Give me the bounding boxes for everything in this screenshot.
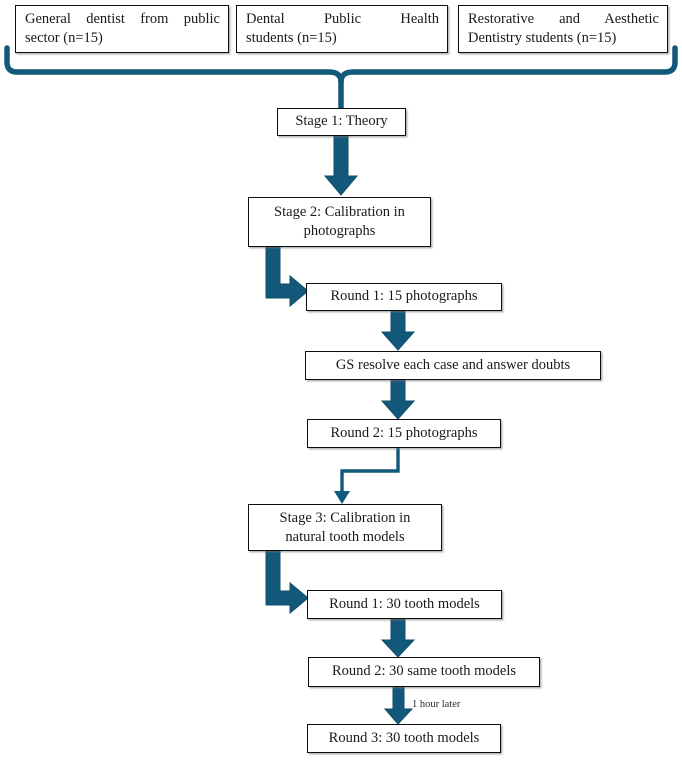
participant-box-restorative-aesthetic-line1: Restorative and Aesthetic: [468, 11, 659, 27]
tooth-round1-label: Round 1: 30 tooth models: [329, 595, 480, 612]
stage1-box[interactable]: Stage 1: Theory: [277, 108, 406, 136]
arrow-stage2-to-photo-round1: [265, 246, 309, 308]
arrow-photo-round2-to-stage3: [334, 448, 400, 504]
arrow-stage1-to-stage2: [323, 135, 359, 196]
group-brace-connector: [4, 45, 678, 108]
arrow-photo-round1-to-gs: [380, 310, 416, 351]
stage3-box[interactable]: Stage 3: Calibration in natural tooth mo…: [248, 504, 442, 551]
one-hour-later-annotation: 1 hour later: [412, 699, 461, 710]
photo-round2-label: Round 2: 15 photographs: [330, 424, 478, 441]
participant-box-general-dentist[interactable]: General dentist from public sector (n=15…: [15, 5, 229, 53]
tooth-round2-label: Round 2: 30 same tooth models: [331, 663, 517, 680]
tooth-round3-label: Round 3: 30 tooth models: [328, 729, 480, 746]
participant-box-restorative-aesthetic-line2: Dentistry students (n=15): [468, 30, 617, 47]
gs-resolve-box[interactable]: GS resolve each case and answer doubts: [305, 351, 601, 380]
photo-round1-label: Round 1: 15 photographs: [330, 288, 478, 305]
participant-box-dental-public-health[interactable]: Dental Public Health students (n=15): [236, 5, 448, 53]
arrow-stage3-to-tooth-round1: [265, 550, 309, 615]
stage2-box[interactable]: Stage 2: Calibration in photographs: [248, 197, 431, 247]
arrow-tooth-round2-to-round3: [383, 686, 414, 725]
tooth-round2-box[interactable]: Round 2: 30 same tooth models: [308, 657, 540, 687]
participant-box-dental-public-health-line2: students (n=15): [246, 30, 337, 47]
tooth-round3-box[interactable]: Round 3: 30 tooth models: [307, 724, 501, 753]
photo-round1-box[interactable]: Round 1: 15 photographs: [306, 283, 502, 311]
gs-resolve-label: GS resolve each case and answer doubts: [335, 356, 571, 373]
tooth-round1-box[interactable]: Round 1: 30 tooth models: [307, 590, 502, 619]
participant-box-restorative-aesthetic[interactable]: Restorative and Aesthetic Dentistry stud…: [458, 5, 668, 53]
stage3-label-line1: Stage 3: Calibration in: [279, 509, 411, 526]
participant-box-dental-public-health-line1: Dental Public Health: [246, 11, 439, 27]
participant-box-general-dentist-line2: sector (n=15): [25, 30, 103, 47]
stage2-label-line1: Stage 2: Calibration in: [274, 204, 405, 221]
stage1-label: Stage 1: Theory: [295, 113, 388, 130]
participant-box-general-dentist-line1: General dentist from public: [25, 11, 220, 27]
arrow-gs-to-photo-round2: [380, 379, 416, 420]
stage3-label-line2: natural tooth models: [285, 528, 405, 545]
arrow-tooth-round1-to-round2: [380, 618, 416, 658]
photo-round2-box[interactable]: Round 2: 15 photographs: [307, 419, 501, 448]
stage2-label-line2: photographs: [303, 223, 376, 239]
